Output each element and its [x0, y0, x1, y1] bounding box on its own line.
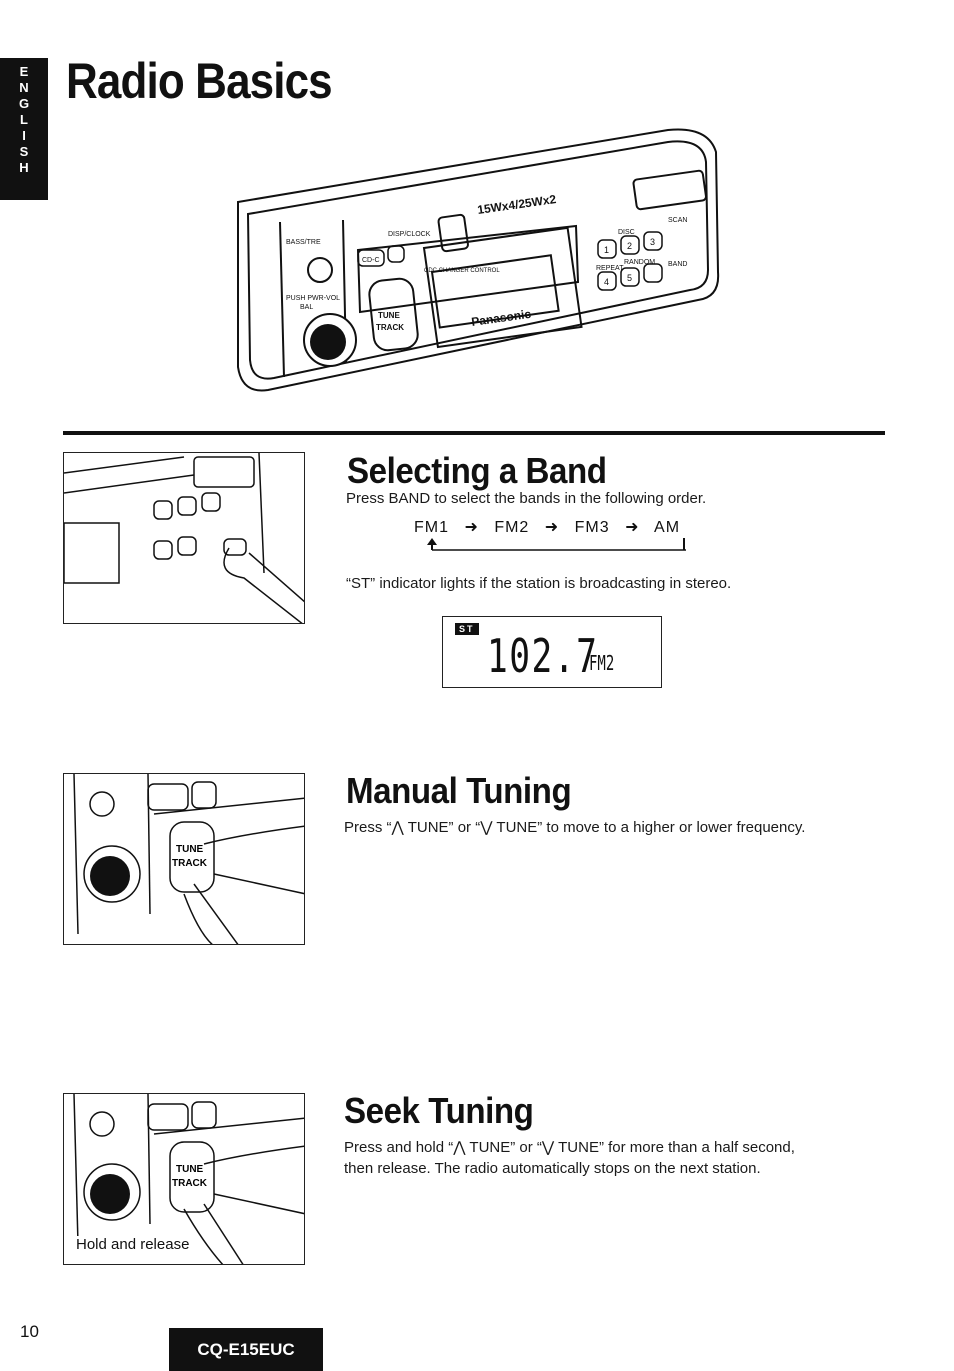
band-fm2: FM2	[494, 519, 530, 536]
label-disp-clock: DISP/CLOCK	[388, 231, 431, 238]
model-number-tab: CQ-E15EUC	[169, 1328, 323, 1371]
section-title-band: Selecting a Band	[347, 450, 607, 491]
seek-instruction-line2: then release. The radio automatically st…	[344, 1160, 761, 1177]
page-title: Radio Basics	[66, 53, 333, 109]
radio-display: ST 102.7 FM2	[442, 616, 662, 688]
lang-letter: N	[19, 80, 29, 95]
stereo-indicator: ST	[455, 623, 479, 635]
label-tape-spec: 15Wx4/25Wx2	[476, 192, 557, 217]
lang-letter: E	[19, 64, 29, 79]
lang-letter: G	[18, 96, 30, 111]
lang-letter: L	[20, 112, 28, 127]
lang-letter: I	[22, 128, 26, 143]
preset-1: 1	[604, 245, 609, 255]
band-button-drawing	[64, 453, 304, 623]
band-sequence: FM1 ➜ FM2 ➜ FM3 ➜ AM	[414, 517, 704, 537]
band-am: AM	[654, 519, 681, 536]
seek-button-drawing: TUNE TRACK	[73, 1094, 304, 1264]
band-instruction: Press BAND to select the bands in the fo…	[346, 490, 707, 507]
band-button-illustration	[63, 452, 305, 624]
section-title-seek: Seek Tuning	[344, 1090, 534, 1131]
label-track: TRACK	[376, 323, 404, 332]
label-push-pwr-vol: PUSH PWR-VOL	[286, 295, 340, 302]
section-divider	[63, 431, 885, 435]
label-cdc-control: CDC CHANGER CONTROL	[424, 268, 500, 274]
manual-instruction: Press “⋀ TUNE” or “⋁ TUNE” to move to a …	[344, 819, 806, 836]
band-readout: FM2	[589, 651, 615, 675]
label-bass-treble: BASS/TRE	[286, 239, 321, 246]
hold-release-caption: Hold and release	[74, 1236, 192, 1253]
seek-instruction-line1: Press and hold “⋀ TUNE” or “⋁ TUNE” for …	[344, 1139, 795, 1156]
lang-letter: H	[19, 160, 29, 175]
arrow-right-icon: ➜	[625, 519, 640, 536]
seek-button-illustration: TUNE TRACK Hold and release	[63, 1093, 305, 1265]
label-cdc: CD-C	[362, 257, 380, 264]
label-band: BAND	[668, 261, 687, 268]
tune-button-drawing: TUNE TRACK	[73, 774, 304, 944]
thumb-track-label: TRACK	[172, 1178, 208, 1189]
lang-letter: S	[19, 144, 29, 159]
section-title-manual: Manual Tuning	[346, 770, 572, 811]
preset-2: 2	[627, 241, 632, 251]
label-disc: DISC	[618, 229, 635, 236]
band-fm1: FM1	[414, 519, 449, 536]
label-bal: BAL	[300, 304, 313, 311]
language-tab: E N G L I S H	[0, 58, 48, 200]
label-scan: SCAN	[668, 217, 687, 224]
preset-4: 4	[604, 277, 609, 287]
radio-faceplate-illustration: BASS/TRE DISP/CLOCK CD-C PUSH PWR-VOL BA…	[237, 128, 720, 392]
preset-3: 3	[650, 237, 655, 247]
thumb-track-label: TRACK	[172, 858, 208, 869]
preset-5: 5	[627, 273, 632, 283]
arrow-right-icon: ➜	[544, 519, 560, 536]
stereo-note: “ST” indicator lights if the station is …	[346, 575, 732, 592]
thumb-tune-label: TUNE	[176, 844, 204, 855]
arrow-right-icon: ➜	[464, 519, 479, 536]
label-repeat: REPEAT	[596, 265, 624, 272]
frequency-readout: 102.7	[487, 629, 599, 683]
loop-back-arrow-icon	[427, 538, 686, 551]
label-tune: TUNE	[378, 311, 400, 320]
page-number: 10	[20, 1322, 39, 1341]
label-random: RANDOM	[624, 259, 655, 266]
tune-button-illustration: TUNE TRACK	[63, 773, 305, 945]
thumb-tune-label: TUNE	[176, 1164, 204, 1175]
band-fm3: FM3	[574, 519, 610, 536]
